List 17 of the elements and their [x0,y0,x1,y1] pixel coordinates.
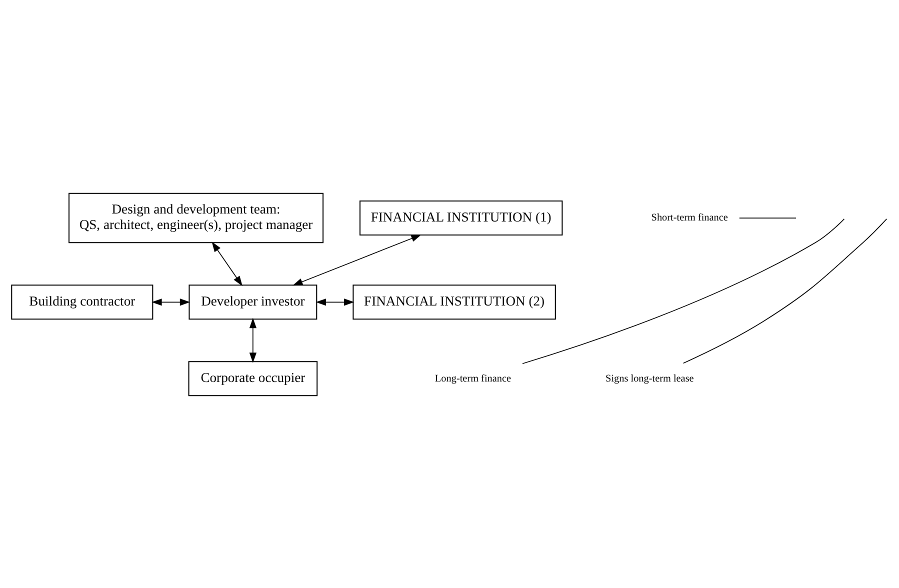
node-box: FINANCIAL INSTITUTION (1) [359,200,563,236]
arrow [316,298,354,306]
connector [522,218,845,364]
arrow [212,241,242,286]
node-box: Corporate occupier [188,360,318,396]
node-text: Short-term finance [651,212,728,224]
connector [682,218,888,364]
arrow [249,317,256,362]
node-text: Signs long-term lease [606,372,694,384]
arrow [292,234,422,286]
connector [738,217,796,218]
node-box: Design and development team: QS, architect, engineer(s), project manager [68,192,324,243]
arrow [152,298,190,306]
node-box: FINANCIAL INSTITUTION (2) [352,284,556,320]
node-box: Building contractor [11,284,154,320]
node-text: Long-term finance [434,372,512,384]
node-box: Developer investor [188,284,318,320]
